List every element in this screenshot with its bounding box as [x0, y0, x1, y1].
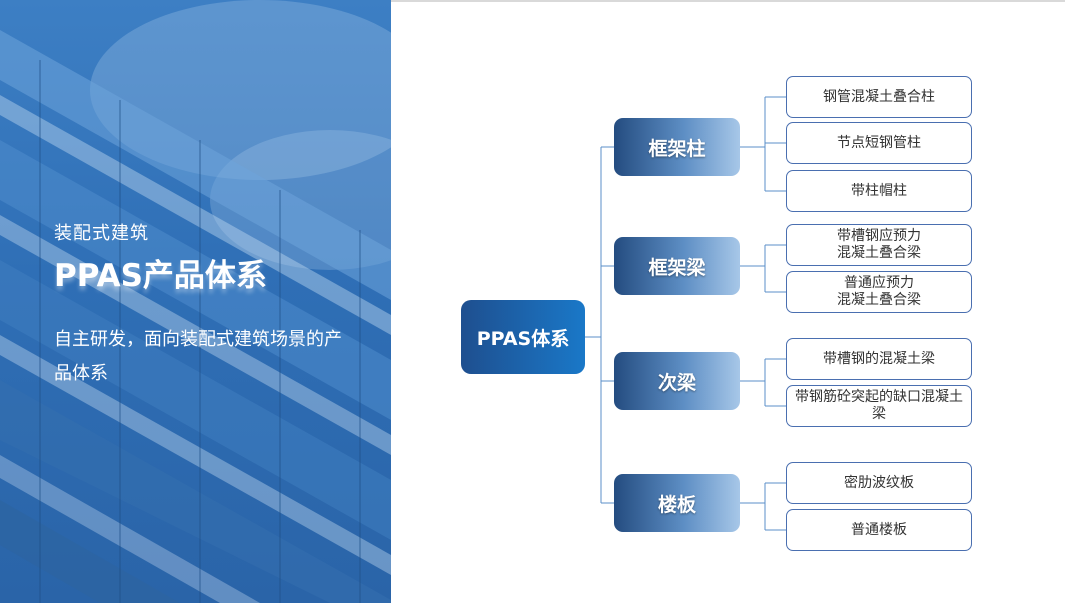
- mindmap-root-node: PPAS体系: [461, 300, 585, 374]
- leaf-node: 节点短钢管柱: [786, 122, 972, 164]
- leaf-node: 带槽钢的混凝土梁: [786, 338, 972, 380]
- building-background-image: [0, 0, 391, 603]
- hero-description: 自主研发，面向装配式建筑场景的产品体系: [54, 329, 342, 384]
- leaf-node: 带柱帽柱: [786, 170, 972, 212]
- hero-title: PPAS产品体系: [54, 258, 267, 294]
- top-divider: [391, 0, 1065, 2]
- leaf-node: 带钢筋砼突起的缺口混凝土梁: [786, 385, 972, 427]
- hero-subtitle: 装配式建筑: [54, 223, 149, 244]
- leaf-node: 带槽钢应预力 混凝土叠合梁: [786, 224, 972, 266]
- leaf-node: 密肋波纹板: [786, 462, 972, 504]
- leaf-node: 普通应预力 混凝土叠合梁: [786, 271, 972, 313]
- hero-panel: 装配式建筑 PPAS产品体系 自主研发，面向装配式建筑场景的产品体系: [0, 0, 391, 603]
- leaf-node: 普通楼板: [786, 509, 972, 551]
- category-node-frame-column: 框架柱: [614, 118, 740, 176]
- category-node-frame-beam: 框架梁: [614, 237, 740, 295]
- category-node-floor-slab: 楼板: [614, 474, 740, 532]
- category-node-secondary-beam: 次梁: [614, 352, 740, 410]
- leaf-node: 钢管混凝土叠合柱: [786, 76, 972, 118]
